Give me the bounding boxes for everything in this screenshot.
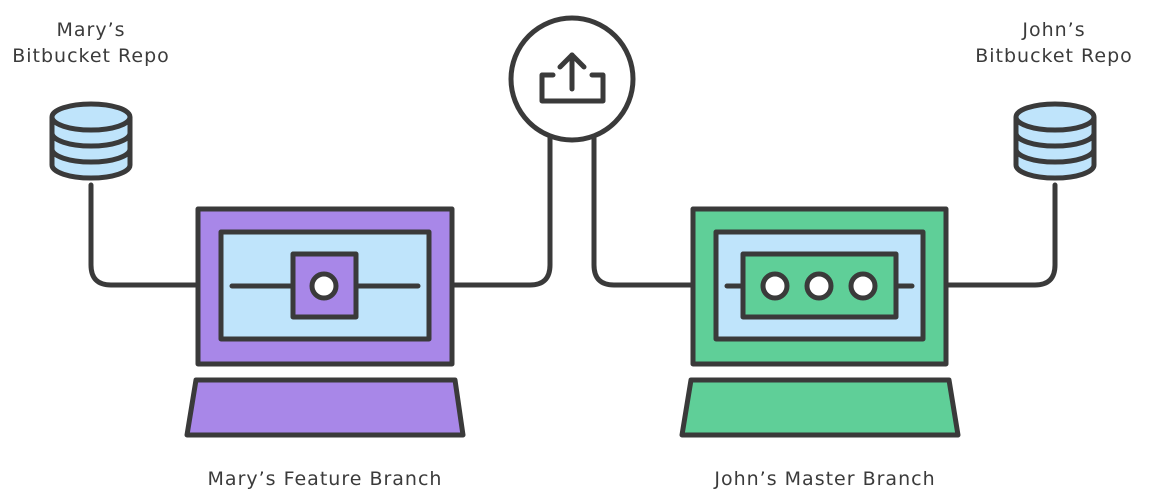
upload-icon <box>508 15 636 143</box>
john-branch-label: John’s Master Branch <box>714 468 936 490</box>
john-repo-label: John’s Bitbucket Repo <box>962 17 1146 69</box>
mary-to-upload-connector <box>449 135 553 288</box>
mary-repo-label-line1: Mary’s <box>56 19 126 41</box>
mary-commit-dot <box>309 271 339 301</box>
john-laptop-keyboard <box>679 377 961 438</box>
john-database-icon <box>1013 101 1097 181</box>
john-repo-label-line2: Bitbucket Repo <box>975 45 1133 67</box>
upload-to-john-connector <box>591 135 696 288</box>
mary-repo-connector <box>88 182 201 288</box>
john-commit-dot <box>848 271 878 301</box>
mary-laptop <box>184 206 466 438</box>
john-commit-dot <box>760 271 790 301</box>
john-laptop <box>679 206 961 438</box>
mary-repo-label: Mary’s Bitbucket Repo <box>0 17 182 69</box>
mary-laptop-keyboard <box>184 377 466 438</box>
mary-repo-label-line2: Bitbucket Repo <box>12 45 170 67</box>
mary-database-icon <box>49 101 133 181</box>
john-repo-label-line1: John’s <box>1022 19 1086 41</box>
john-repo-connector <box>943 182 1058 288</box>
mary-feature-box <box>290 251 359 320</box>
john-commit-dot <box>804 271 834 301</box>
mary-branch-label: Mary’s Feature Branch <box>207 468 443 490</box>
